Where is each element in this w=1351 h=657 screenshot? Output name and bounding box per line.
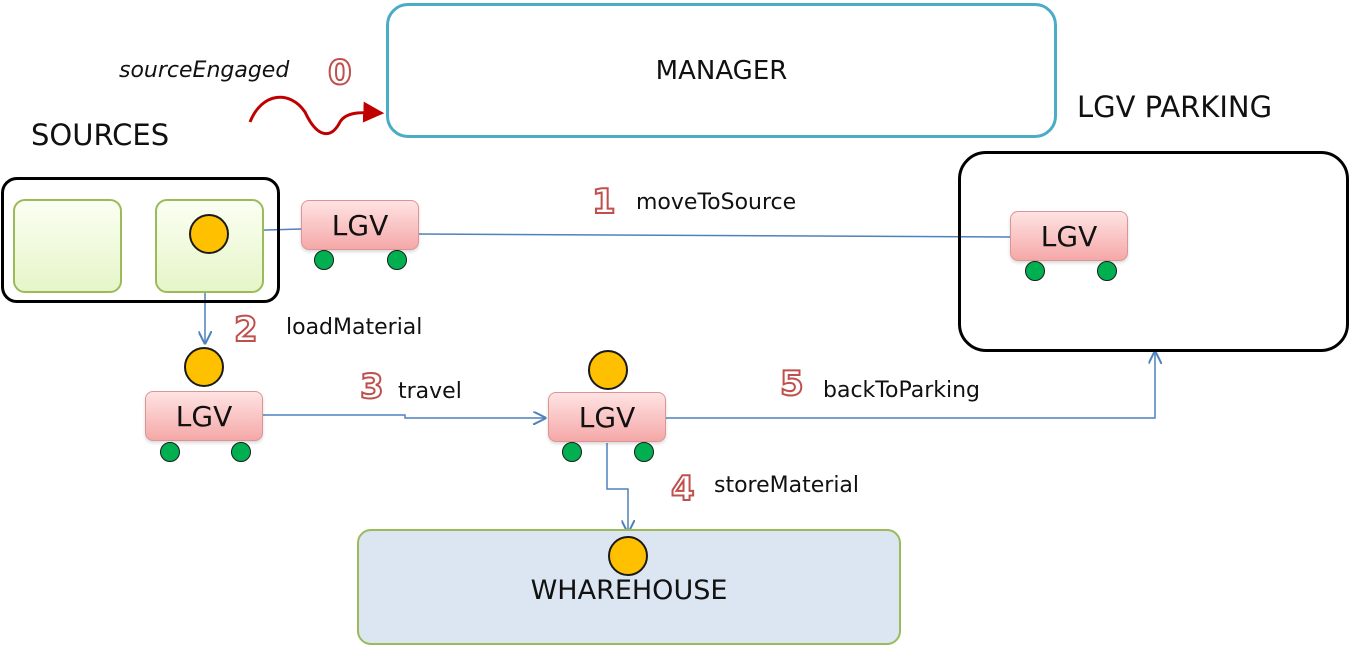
lgv-to-source: LGV [301, 200, 419, 250]
warehouse-label: WHAREHOUSE [530, 574, 728, 606]
step-3-number: 3 [359, 367, 385, 407]
lgv-label: LGV [175, 399, 233, 433]
wheel-icon [634, 442, 654, 462]
material-on-lgv [588, 350, 628, 390]
step-5-label: backToParking [823, 378, 981, 403]
lgv-label: LGV [1040, 219, 1098, 253]
lgv-parked: LGV [1010, 211, 1128, 261]
lgv-label: LGV [578, 400, 636, 434]
sources-box [1, 177, 280, 303]
step-3-label: travel [398, 379, 462, 404]
event-label: sourceEngaged [119, 58, 290, 83]
step-4-label: storeMaterial [714, 473, 860, 498]
wheel-icon [314, 250, 334, 270]
step-1-label: moveToSource [636, 190, 797, 215]
event-number: 0 [327, 53, 353, 93]
wheel-icon [160, 442, 180, 462]
parking-label: LGV PARKING [1077, 90, 1273, 124]
move-to-source-arrow [417, 233, 1011, 238]
travel-arrow [263, 415, 545, 418]
store-material-arrow [606, 443, 628, 532]
manager-label: MANAGER [655, 55, 788, 86]
wheel-icon [231, 442, 251, 462]
event-curve [248, 95, 385, 135]
sources-label: SOURCES [31, 118, 170, 152]
step-2-label: loadMaterial [286, 315, 423, 340]
material-in-warehouse [608, 536, 648, 576]
back-to-parking-arrow [666, 352, 1155, 419]
wheel-icon [562, 442, 582, 462]
lgv-label: LGV [331, 208, 389, 242]
material-on-lgv [184, 347, 224, 387]
wheel-icon [387, 250, 407, 270]
step-1-number: 1 [591, 182, 617, 222]
step-4-number: 4 [670, 469, 696, 509]
material-at-source [189, 214, 229, 254]
manager-box: MANAGER [386, 3, 1057, 138]
wheel-icon [1097, 261, 1117, 281]
lgv-at-warehouse: LGV [548, 392, 666, 442]
wheel-icon [1025, 261, 1045, 281]
source-slot-empty [13, 199, 122, 293]
parking-box [958, 151, 1349, 352]
step-2-number: 2 [233, 310, 259, 350]
lgv-loaded: LGV [145, 391, 263, 441]
step-5-number: 5 [779, 364, 805, 404]
